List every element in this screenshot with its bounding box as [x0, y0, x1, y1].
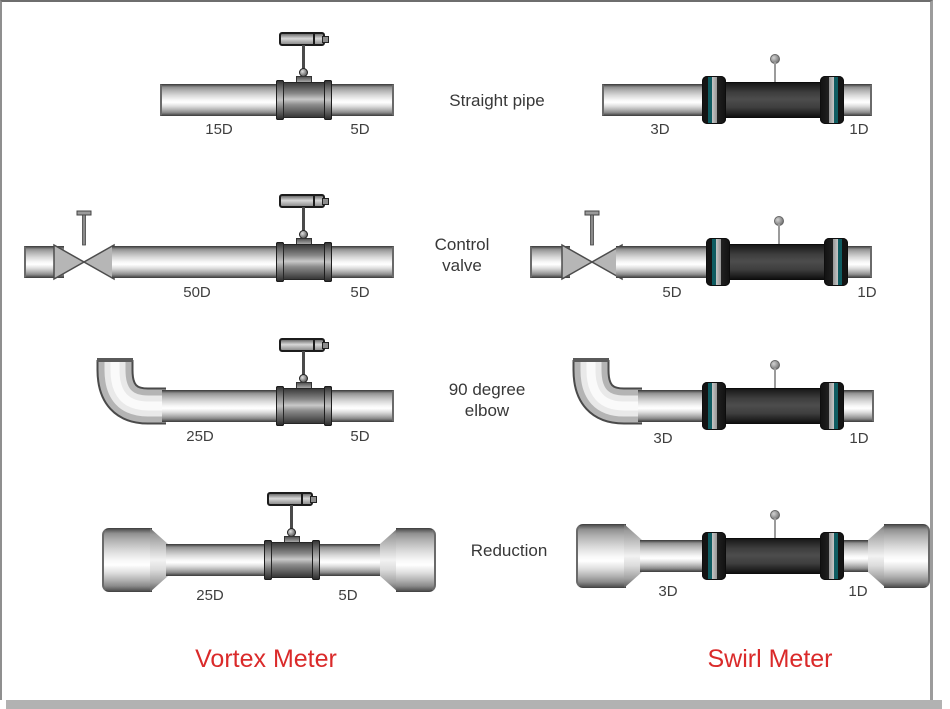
swirl-meter-icon — [702, 510, 844, 584]
reducer-cone-icon — [624, 524, 642, 588]
flange — [324, 80, 332, 120]
meter-stem — [290, 505, 293, 538]
swirl-meter-icon — [702, 360, 844, 434]
flange — [324, 386, 332, 426]
upstream-length-label: 15D — [205, 121, 233, 138]
meter-body — [283, 388, 325, 424]
row-label-line2: elbow — [464, 401, 510, 420]
upstream-length-label: 25D — [196, 587, 224, 604]
vortex-meter-icon — [264, 492, 320, 580]
pipe-segment — [640, 540, 706, 572]
sensor-stem — [774, 62, 776, 82]
meter-body — [725, 82, 821, 118]
upstream-length-label: 3D — [658, 583, 678, 600]
pipe-segment — [330, 390, 394, 422]
transmitter-head-icon — [267, 492, 317, 506]
downstream-length-label: 5D — [350, 428, 370, 445]
vortex-meter-icon — [276, 194, 332, 282]
row-label: Reduction — [470, 541, 548, 560]
large-pipe-icon — [102, 528, 152, 592]
flange — [820, 382, 844, 430]
upstream-length-label: 5D — [662, 284, 682, 301]
upstream-length-label: 3D — [650, 121, 670, 138]
upstream-length-label: 50D — [183, 284, 211, 301]
row-label: Straight pipe — [449, 91, 545, 110]
pipe-segment — [330, 246, 394, 278]
pipe-segment — [602, 84, 704, 116]
sensor-stem — [778, 224, 780, 244]
pipe-segment — [638, 390, 706, 422]
expander-cone-icon — [380, 528, 398, 592]
flange — [276, 80, 284, 120]
reducer-cone-icon — [150, 528, 168, 592]
downstream-length-label: 1D — [849, 121, 869, 138]
swirl-meter-icon — [706, 216, 848, 290]
vortex-meter-icon — [276, 338, 332, 426]
flange — [820, 76, 844, 124]
row-label-line1: 90 degree — [448, 380, 526, 399]
vortex-meter-title: Vortex Meter — [195, 645, 337, 673]
flange — [276, 242, 284, 282]
swirl-meter-title: Swirl Meter — [707, 645, 833, 673]
frame-shadow — [6, 700, 942, 709]
pipe-segment — [842, 84, 872, 116]
row-label-line1: Control — [434, 235, 490, 254]
expander-cone-icon — [868, 524, 886, 588]
downstream-length-label: 1D — [857, 284, 877, 301]
swirl-meter-icon — [702, 54, 844, 128]
flange — [324, 242, 332, 282]
upstream-length-label: 25D — [186, 428, 214, 445]
flange — [824, 238, 848, 286]
flange — [276, 386, 284, 426]
downstream-length-label: 5D — [350, 121, 370, 138]
meter-stem — [302, 207, 305, 240]
meter-body — [283, 244, 325, 280]
downstream-length-label: 1D — [849, 430, 869, 447]
pipe-segment — [112, 246, 280, 278]
pipe-segment — [162, 390, 280, 422]
flange — [702, 532, 726, 580]
pipe-segment — [842, 390, 874, 422]
transmitter-head-icon — [279, 338, 329, 352]
pipe-segment — [846, 246, 872, 278]
meter-stem — [302, 351, 305, 384]
large-pipe-icon — [396, 528, 436, 592]
sensor-stem — [774, 518, 776, 538]
upstream-length-label: 3D — [653, 430, 673, 447]
pipe-segment — [166, 544, 268, 576]
row-label-line2: valve — [442, 256, 482, 275]
meter-stem — [302, 45, 305, 78]
flange — [702, 76, 726, 124]
downstream-length-label: 1D — [848, 583, 868, 600]
control-valve-icon — [561, 210, 623, 281]
control-valve-icon — [53, 210, 115, 281]
downstream-length-label: 5D — [338, 587, 358, 604]
elbow-icon — [572, 358, 642, 425]
flange — [706, 238, 730, 286]
flange — [820, 532, 844, 580]
meter-body — [283, 82, 325, 118]
large-pipe-icon — [576, 524, 626, 588]
meter-body — [725, 388, 821, 424]
meter-body — [271, 542, 313, 578]
meter-body — [725, 538, 821, 574]
flange — [264, 540, 272, 580]
vortex-meter-icon — [276, 32, 332, 120]
large-pipe-icon — [884, 524, 930, 588]
meter-body — [729, 244, 825, 280]
transmitter-head-icon — [279, 194, 329, 208]
elbow-icon — [96, 358, 166, 425]
transmitter-head-icon — [279, 32, 329, 46]
downstream-length-label: 5D — [350, 284, 370, 301]
pipe-segment — [616, 246, 708, 278]
pipe-segment — [318, 544, 382, 576]
pipe-segment — [842, 540, 870, 572]
pipe-segment — [160, 84, 280, 116]
sensor-stem — [774, 368, 776, 388]
flange — [702, 382, 726, 430]
flange — [312, 540, 320, 580]
pipe-segment — [330, 84, 394, 116]
